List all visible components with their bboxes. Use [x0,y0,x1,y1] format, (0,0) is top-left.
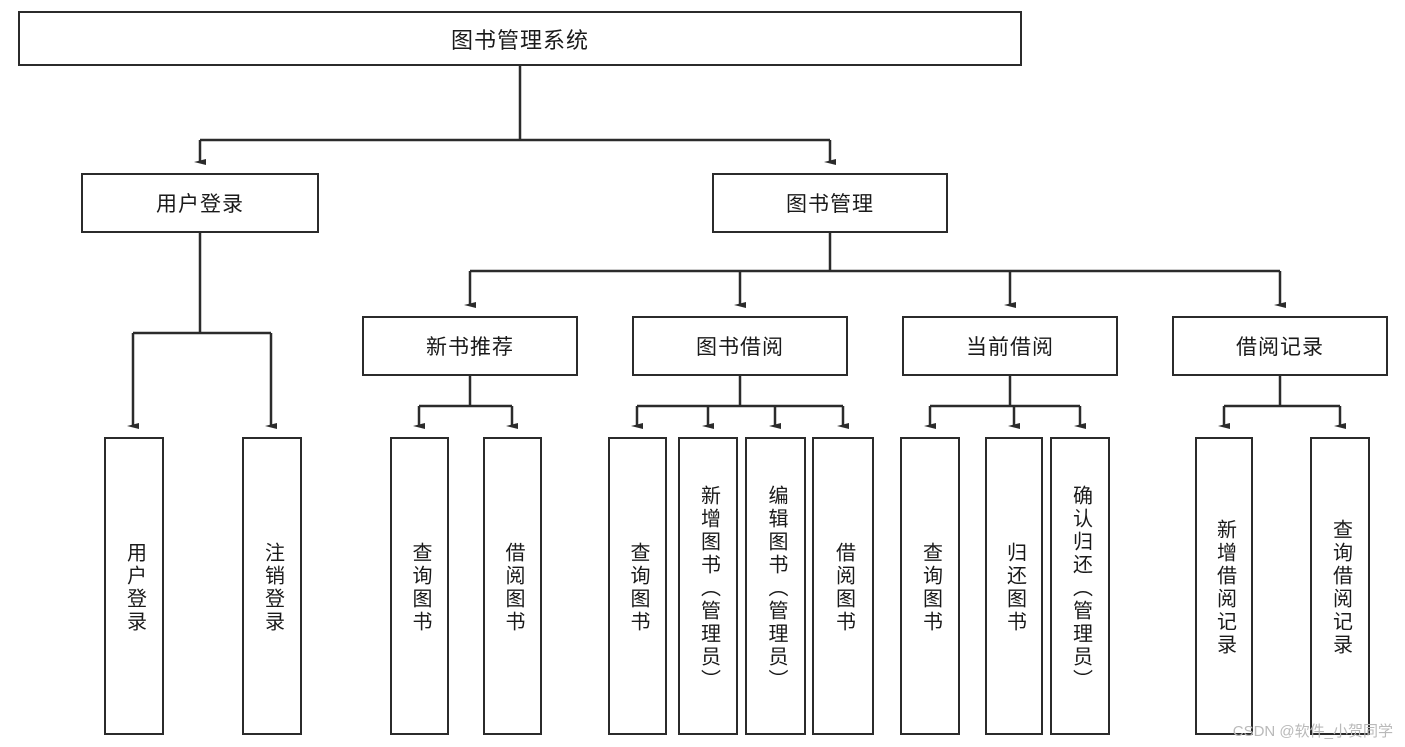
leaf-confirm-return-admin[interactable]: 确认归还（管理员） [1050,437,1110,735]
node-label: 查询图书 [919,542,942,634]
node-label: 图书管理系统 [450,27,589,53]
leaf-user-login[interactable]: 用户登录 [104,437,164,735]
node-label: 查询图书 [627,542,649,634]
node-label: 查询借阅记录 [1329,519,1352,657]
node-label: 借阅记录 [1236,336,1324,359]
leaf-query-borrow-record[interactable]: 查询借阅记录 [1310,437,1370,735]
node-label: 注销登录 [261,542,284,634]
node-label: 确认归还（管理员） [1069,484,1092,692]
leaf-return-books[interactable]: 归还图书 [985,437,1043,735]
node-label: 图书借阅 [696,336,784,359]
node-label: 借阅图书 [502,542,524,634]
node-new-book-recommend[interactable]: 新书推荐 [362,316,578,376]
node-label: 用户登录 [123,542,146,634]
node-label: 当前借阅 [966,336,1054,359]
node-borrow-records[interactable]: 借阅记录 [1172,316,1388,376]
leaf-add-borrow-record[interactable]: 新增借阅记录 [1195,437,1253,735]
leaf-query-books-borrow[interactable]: 查询图书 [608,437,667,735]
leaf-query-books-current[interactable]: 查询图书 [900,437,960,735]
leaf-add-book-admin[interactable]: 新增图书（管理员） [678,437,738,735]
node-user-login[interactable]: 用户登录 [81,173,319,233]
node-book-management[interactable]: 图书管理 [712,173,948,233]
node-label: 图书管理 [786,193,874,216]
node-label: 编辑图书（管理员） [765,484,787,692]
node-label: 新增借阅记录 [1213,519,1236,657]
leaf-logout[interactable]: 注销登录 [242,437,302,735]
leaf-edit-book-admin[interactable]: 编辑图书（管理员） [745,437,806,735]
node-book-borrow[interactable]: 图书借阅 [632,316,848,376]
node-label: 用户登录 [156,193,244,216]
node-label: 新增图书（管理员） [697,484,720,692]
node-current-borrow[interactable]: 当前借阅 [902,316,1118,376]
node-label: 借阅图书 [832,542,855,634]
node-label: 归还图书 [1003,542,1026,634]
watermark: CSDN @软件_小贺同学 [1232,723,1393,740]
leaf-query-books-recommend[interactable]: 查询图书 [390,437,449,735]
leaf-borrow-books-recommend[interactable]: 借阅图书 [483,437,542,735]
node-root-book-management-system[interactable]: 图书管理系统 [18,11,1022,66]
node-label: 新书推荐 [426,336,514,359]
leaf-borrow-books[interactable]: 借阅图书 [812,437,874,735]
node-label: 查询图书 [409,542,431,634]
